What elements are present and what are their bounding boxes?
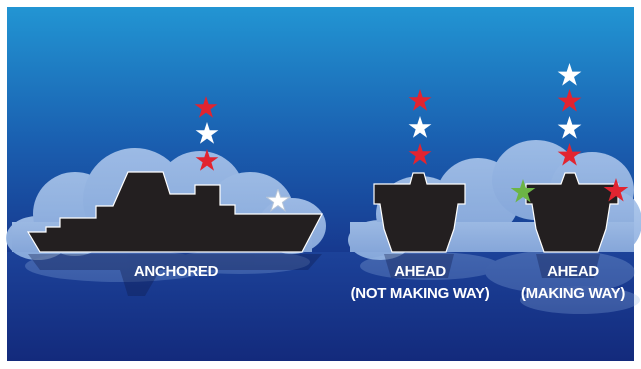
caption-ahead-making-way-line-1: AHEAD	[547, 263, 599, 280]
reflections	[25, 250, 640, 314]
ahead-nmw-hull	[373, 172, 466, 253]
anchored-vessel	[26, 96, 323, 253]
anchored-hull	[26, 171, 323, 253]
caption-ahead-making-way-line-2: (MAKING WAY)	[520, 285, 626, 302]
ship-reflections	[28, 254, 600, 296]
caption-ahead-not-making-way-line-2: (NOT MAKING WAY)	[350, 285, 490, 302]
ahead-making-way-vessel	[510, 63, 629, 253]
caption-anchored: ANCHORED	[133, 263, 219, 280]
ahead-not-making-way-vessel	[373, 89, 466, 253]
caption-ahead-not-making-way-line-1: AHEAD	[394, 263, 446, 280]
ahead-mw-hull	[525, 172, 619, 253]
